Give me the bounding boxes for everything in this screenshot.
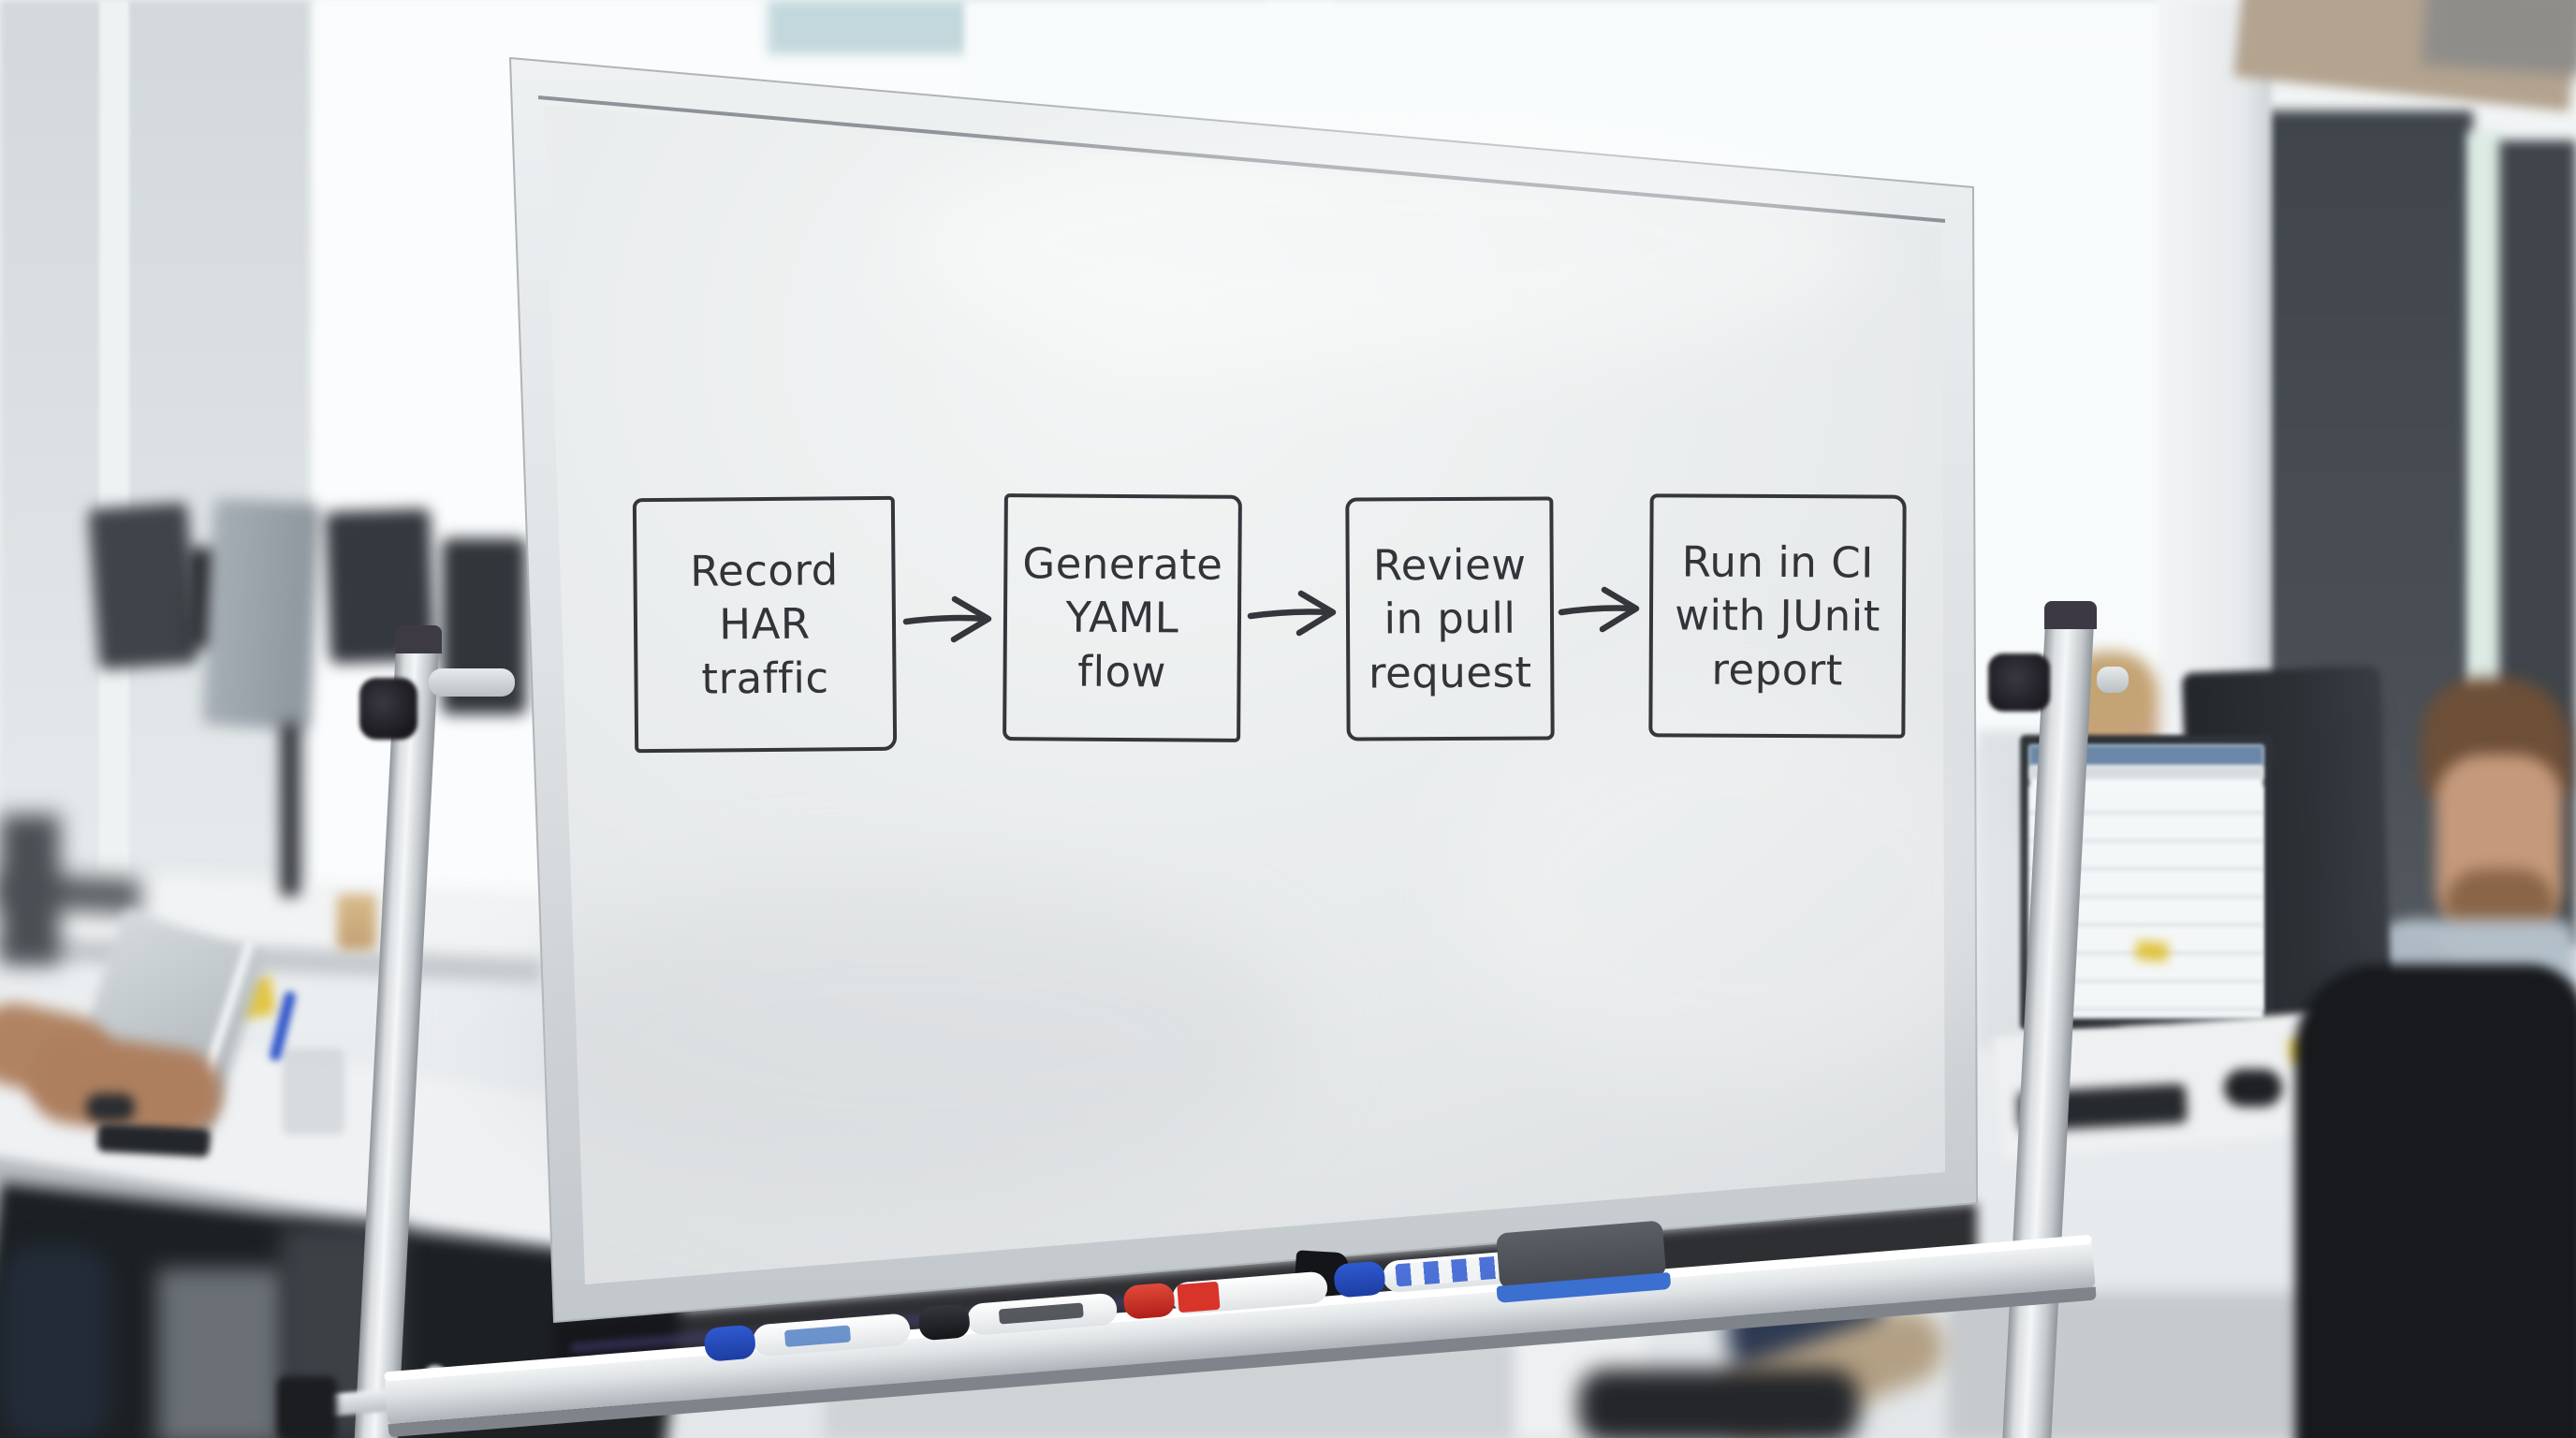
stand-post-left-cap <box>395 625 442 653</box>
stand-pivot-bar-left <box>429 668 515 697</box>
flow-step-review-pr: Review in pull request <box>1345 496 1555 741</box>
stand-post-right-cap <box>2044 601 2097 629</box>
monitor-dark-far-left-edge <box>0 814 60 964</box>
arrow-right-icon-1 <box>902 595 992 643</box>
flow-step-line: YAML <box>1065 592 1179 643</box>
person-leg-left <box>0 1245 110 1438</box>
monitor-screen-titlebar <box>2029 745 2263 766</box>
marker-red-band <box>1177 1281 1221 1313</box>
board-smudge-lower <box>496 880 1301 1198</box>
flow-step-line: request <box>1368 647 1532 698</box>
flow-step-line: Review <box>1372 539 1527 591</box>
window-mullion-left <box>99 0 129 899</box>
stand-knob-left <box>359 678 417 740</box>
flow-step-line: with JUnit <box>1675 590 1881 641</box>
pc-tower-under-desk <box>157 1269 288 1438</box>
flow-step-line: in pull <box>1383 593 1516 644</box>
flow-step-line: Generate <box>1022 537 1223 590</box>
pen-cup <box>283 1049 344 1135</box>
board-frame-seam <box>537 95 1946 223</box>
flow-step-line: Run in CI <box>1681 536 1875 588</box>
stand-knob-right <box>1988 653 2050 712</box>
board-reflection-right <box>1460 693 2022 1086</box>
computer-mouse-right <box>2224 1069 2282 1107</box>
stand-lower-bracket <box>277 1376 337 1438</box>
flow-step-run-ci: Run in CI with JUnit report <box>1648 493 1907 739</box>
computer-mouse-left <box>86 1093 135 1122</box>
monitor-screen-toolbar <box>2029 766 2263 779</box>
window-pane-frosted <box>0 0 313 899</box>
coffee-cup <box>337 894 376 950</box>
flow-arrows <box>902 586 1640 643</box>
chair-base-under-board <box>1578 1369 1859 1438</box>
flow-step-line: HAR <box>719 598 811 650</box>
office-chair-back <box>2295 964 2576 1438</box>
board-surface <box>544 105 1945 1284</box>
arrow-right-icon-3 <box>1558 586 1640 633</box>
arrow-right-icon-2 <box>1247 590 1337 637</box>
monitor-stand-left-2 <box>281 723 300 896</box>
flow-step-generate-yaml: Generate YAML flow <box>1003 493 1242 742</box>
flow-step-line: Record <box>690 544 839 596</box>
board-reflection-top <box>899 122 1872 365</box>
flow-step-line: traffic <box>701 653 829 704</box>
flow-step-line: report <box>1711 644 1844 696</box>
stand-pivot-pin-right <box>2097 667 2129 693</box>
flow-step-line: flow <box>1077 646 1167 697</box>
flow-step-record-har: Record HAR traffic <box>632 495 898 754</box>
